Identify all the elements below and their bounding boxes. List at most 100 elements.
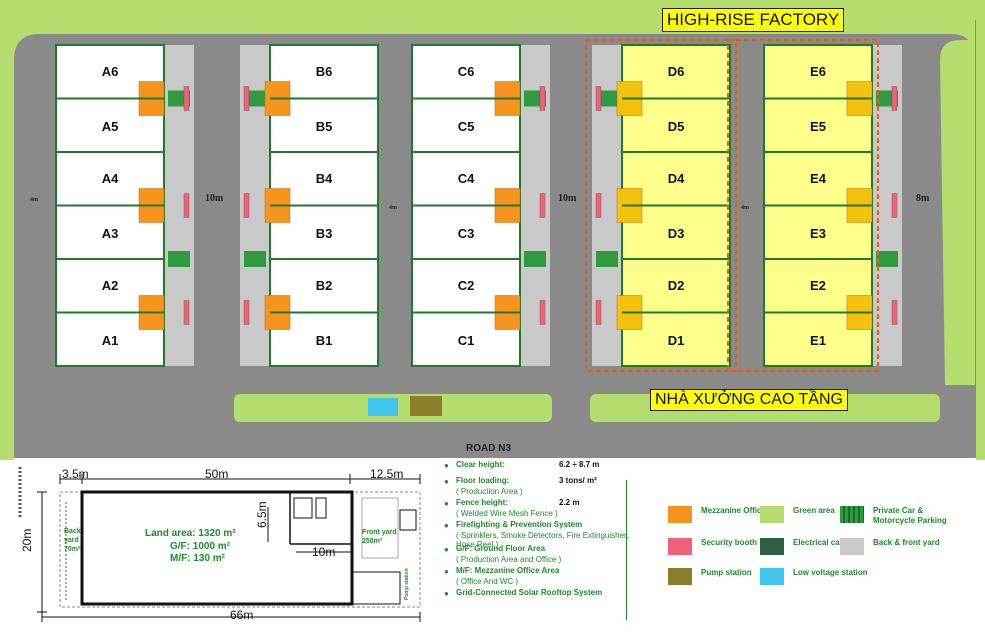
unit-label-c6: C6 [457,64,475,79]
spec-sub: ( Office And WC ) [456,577,519,586]
security-booth-b-4 [243,300,250,325]
security-booth-d-2 [595,193,602,218]
title-vietnamese: NHÀ XƯỞNG CAO TẦNG [650,389,848,411]
road-n3 [14,426,976,458]
legend-label: Back & front yard [873,538,940,547]
legend-swatch [840,538,864,555]
plan-land-area: Land area: 1320 m² [145,528,236,539]
security-booth-a-4 [183,300,190,325]
legend-label: Mezzanine Office [701,506,766,515]
unit-label-c4: C4 [457,171,475,186]
bullet-icon: ● [444,521,449,530]
unit-label-e4: E4 [810,171,826,186]
dim-road-mid: 10m [558,193,577,204]
plan-mf-area: M/F: 130 m² [170,553,226,564]
unit-label-b5: B5 [315,118,333,134]
plan-dim-50m: 50m [205,467,229,481]
plan-dim-12-5m: 12.5m [370,467,404,481]
security-booth-e-2 [891,193,898,218]
spec-title: M/F: Mezzanine Office Area [456,566,560,575]
parking-e-4 [876,251,898,267]
bullet-icon: ● [444,499,449,508]
unit-label-b4: B4 [315,171,333,186]
spec-sub: ( Sprinklers, Smoke Detectors, Fire Exti… [456,531,629,549]
plan-dim-20m: 20m [20,528,34,552]
security-booth-d-0 [595,86,602,111]
divider [626,480,627,620]
unit-floor-plan [18,467,421,622]
plan-gf-area: G/F: 1000 m² [170,541,231,552]
right-grass [940,40,975,385]
bullet-icon: ● [444,545,449,554]
unit-label-c1: C1 [457,332,475,348]
spec-value: 6.2 ÷ 8.7 m [559,460,600,469]
security-booth-e-0 [891,86,898,111]
unit-label-b2: B2 [315,278,333,293]
unit-label-c3: C3 [457,225,475,241]
dim-gap-left: 4m [30,197,38,203]
unit-c4 [411,151,521,207]
legend-label: Electrical cabinets [793,538,864,547]
legend-label: Pump station [701,568,752,577]
plan-dim-3-5m: 3.5m [62,467,89,481]
unit-label-b3: B3 [315,225,333,241]
legend-swatch [668,538,692,555]
parking-c-4 [524,251,546,267]
unit-label-d4: D4 [667,171,685,186]
spec-title: Firefighting & Prevention System [456,520,583,529]
unit-label-e3: E3 [810,225,826,241]
spec-value: 3 tons/ m² [559,476,597,485]
unit-d4 [621,151,731,207]
bullet-icon: ● [444,589,449,598]
dim-gap-right: 4m [741,205,749,211]
spec-sub: ( Production Area ) [456,487,523,496]
fence-d [585,39,737,372]
legend-swatch [760,538,784,555]
dim-road-right: 8m [916,193,930,204]
spec-sub: ( Welded Wire Mesh Fence ) [456,509,558,518]
unit-label-d2: D2 [667,278,685,293]
unit-label-c5: C5 [457,118,475,134]
dim-road-left: 10m [205,193,224,204]
unit-label-d6: D6 [667,64,685,79]
legend-swatch [760,568,784,585]
legend-label: Security booth [701,538,758,547]
bullet-icon: ● [444,477,449,486]
unit-label-a6: A6 [101,64,119,79]
unit-label-a2: A2 [101,278,119,293]
spec-title: G/F: Ground Floor Area [456,544,546,553]
plan-dim-10m: 10m [312,545,336,559]
parking-d-1 [596,90,618,107]
parking-a-4 [168,251,190,267]
security-booth-b-0 [243,86,250,111]
legend-swatch [668,506,692,523]
unit-label-e5: E5 [810,118,826,134]
title-high-rise-factory: HIGH-RISE FACTORY [662,8,845,32]
legend-swatch [760,506,784,523]
dim-gap-mid: 4m [389,205,397,211]
spec-title: Floor loading: [456,476,510,485]
spec-title: Clear height: [456,460,505,469]
legend-swatch [668,568,692,585]
unit-label-d3: D3 [667,225,685,241]
plan-dim-66m: 66m [230,608,254,622]
unit-label-e2: E2 [810,278,826,293]
unit-label-c2: C2 [457,278,475,293]
parking-b-1 [244,90,266,107]
legend-label: Green area [793,506,835,515]
bullet-icon: ● [444,567,449,576]
pump-station [410,396,442,416]
security-booth-a-0 [183,86,190,111]
security-booth-d-4 [595,300,602,325]
parking-d-4 [596,251,618,267]
security-booth-c-2 [539,193,546,218]
plan-back-yard: Back yard 70m² [64,528,81,553]
plan-dim-6-5m: 6.5m [255,501,269,528]
unit-label-a3: A3 [101,225,119,241]
security-booth-b-2 [243,193,250,218]
plan-front-yard: Front yard 250m² [362,529,397,545]
unit-label-b1: B1 [315,332,333,348]
security-booth-c-0 [539,86,546,111]
fence-e [727,39,879,372]
